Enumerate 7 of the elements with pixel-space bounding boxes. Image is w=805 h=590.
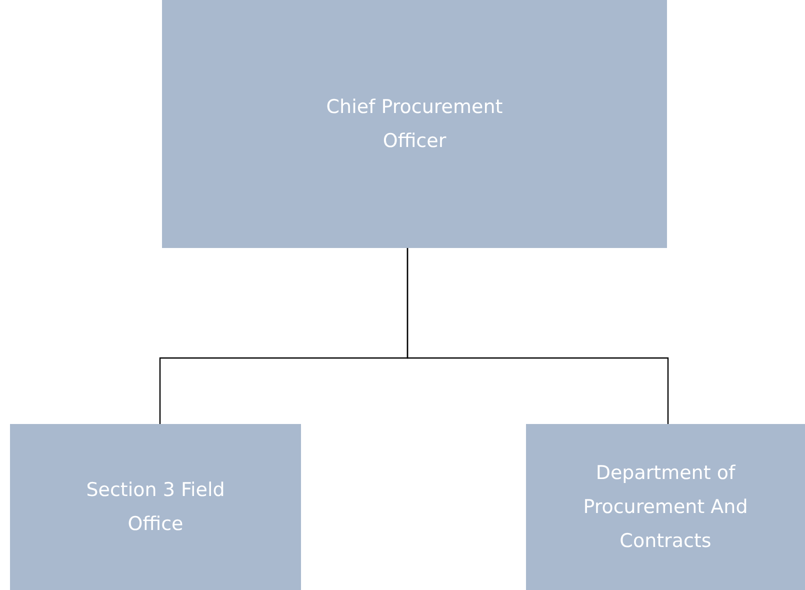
box-label: Section 3 Field Office: [86, 478, 226, 537]
box-label: Chief Procurement Officer: [325, 95, 504, 154]
org-box: [10, 424, 301, 590]
connector-line: [406, 248, 669, 424]
org-box: [526, 424, 805, 590]
box-label: Department of Procurement And Contracts: [582, 461, 749, 554]
org-box: [162, 0, 667, 248]
